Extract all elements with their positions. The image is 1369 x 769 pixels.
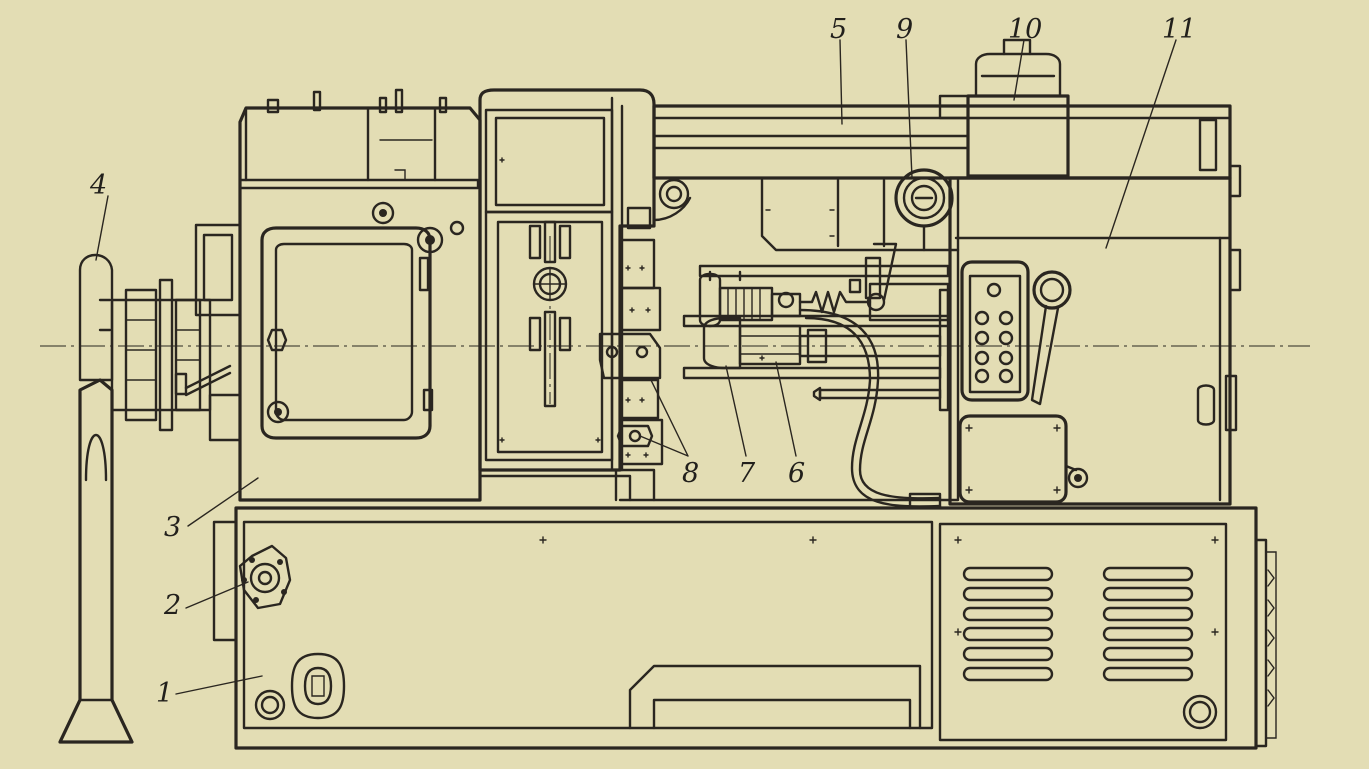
callout-2: 2	[163, 590, 181, 621]
coolant-tank	[966, 38, 1070, 178]
end-housing	[948, 176, 1242, 506]
tool-slides	[499, 157, 664, 466]
column-housing	[478, 88, 656, 502]
index-clutch-hub	[894, 168, 954, 252]
spindle-lower	[682, 288, 952, 412]
callout-9: 9	[896, 14, 913, 45]
callout-5: 5	[830, 14, 847, 45]
handwheel-stand	[58, 253, 134, 744]
callout-3: 3	[164, 512, 181, 543]
callout-1: 1	[156, 678, 173, 709]
leader-lines	[95, 39, 1177, 695]
control-lever-linkage	[864, 178, 898, 312]
drive-shaft-coupling	[110, 223, 242, 442]
cabinet-vents	[254, 536, 1219, 730]
callout-11: 11	[1162, 14, 1196, 45]
coolant-hose	[798, 308, 942, 510]
callout-4: 4	[89, 170, 107, 201]
coolant-pump-flange	[238, 544, 292, 610]
callout-10: 10	[1008, 14, 1042, 45]
callout-6: 6	[788, 458, 805, 489]
spindle-frame	[652, 176, 960, 502]
callout-labels: 4 3 2 1 5 9 10 11 8 7 6	[89, 14, 1196, 709]
headstock	[238, 88, 632, 502]
callout-7: 7	[738, 458, 756, 489]
callout-8: 8	[682, 458, 699, 489]
oil-drain-port	[290, 652, 346, 720]
